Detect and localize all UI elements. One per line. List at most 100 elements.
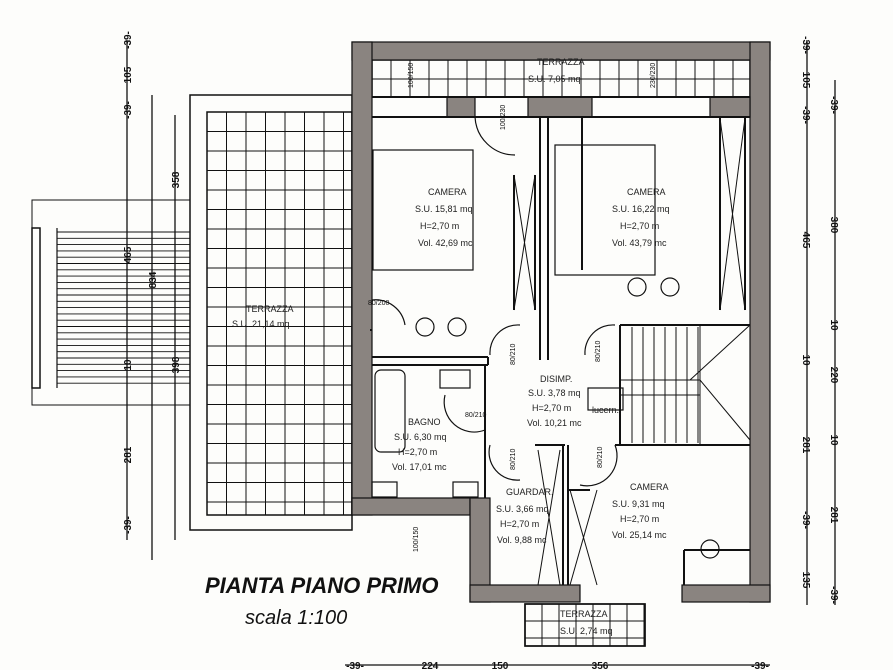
dimension-right-outer: 465 bbox=[800, 232, 811, 249]
toilet-icon bbox=[371, 481, 398, 498]
room-area-terrazza-top: S.U. 7,05 mq bbox=[528, 74, 581, 84]
door-swing-6 bbox=[488, 444, 521, 481]
door-swing-7 bbox=[579, 444, 618, 487]
dimension-lines bbox=[126, 40, 836, 666]
room-height-camera-3: H=2,70 m bbox=[620, 514, 659, 524]
bidet-icon bbox=[452, 481, 479, 498]
dimension-right-outer: -39- bbox=[800, 106, 811, 124]
room-volume-bagno: Vol. 17,01 mc bbox=[392, 462, 447, 472]
door-label-camera-2: 80/210 bbox=[595, 340, 602, 362]
wall-bottom bbox=[469, 584, 581, 603]
wall-mid-top-3 bbox=[709, 96, 751, 118]
bed-1 bbox=[372, 149, 474, 271]
dimension-right-inner: 281 bbox=[828, 507, 839, 524]
dimension-right-inner: -39- bbox=[828, 96, 839, 114]
skylight-label: lucern. bbox=[592, 405, 619, 415]
door-swing-2 bbox=[371, 299, 406, 326]
door-label-camera-1: 80/200 bbox=[368, 300, 390, 307]
wall-mid-top-1 bbox=[446, 96, 476, 118]
room-height-guardaroba: H=2,70 m bbox=[500, 519, 539, 529]
sink-icon bbox=[439, 369, 471, 389]
wardrobes bbox=[513, 117, 746, 586]
armchair-icon bbox=[660, 277, 680, 297]
dimension-left-inner: 398 bbox=[171, 356, 182, 373]
room-volume-camera-1: Vol. 42,69 mc bbox=[418, 238, 473, 248]
window-label: 100/150 bbox=[408, 63, 415, 88]
door-swing-5 bbox=[443, 394, 486, 433]
armchair-icon bbox=[700, 539, 720, 559]
room-area-camera-3: S.U. 9,31 mq bbox=[612, 499, 665, 509]
dimension-left-outer: 281 bbox=[123, 446, 134, 463]
room-height-disimp: H=2,70 m bbox=[532, 403, 571, 413]
skylight-box bbox=[587, 387, 624, 411]
room-labels: CAMERA S.U. 15,81 mq H=2,70 m Vol. 42,69… bbox=[232, 57, 670, 636]
stair-diag bbox=[699, 379, 751, 441]
dimension-right-outer: 10 bbox=[800, 354, 811, 366]
dimension-right-inner: -39- bbox=[828, 586, 839, 604]
dimension-right-outer: 281 bbox=[800, 437, 811, 454]
dimension-right-outer: 105 bbox=[800, 72, 811, 89]
dimension-right-inner: 10 bbox=[828, 434, 839, 446]
dimension-right-inner: 10 bbox=[828, 319, 839, 331]
room-height-camera-2: H=2,70 m bbox=[620, 221, 659, 231]
stair-diag bbox=[689, 324, 751, 381]
room-area-terrazza-left: S.U. 21,14 mq bbox=[232, 319, 290, 329]
balcony-rail bbox=[31, 227, 41, 389]
room-name-guardaroba: GUARDAR. bbox=[506, 487, 554, 497]
terrace-bottom-frame bbox=[524, 603, 646, 647]
room-area-guardaroba: S.U. 3,66 mq bbox=[496, 504, 549, 514]
dimension-labels: -39- 105 -39- 465 10 281 -39- 834 358 398 -39- 105 -… bbox=[123, 31, 839, 670]
dimension-left-outer: -39- bbox=[123, 31, 134, 49]
wall-mid-top-2 bbox=[527, 96, 593, 118]
window-label-bagno: 100/150 bbox=[413, 527, 420, 552]
room-name-camera-3: CAMERA bbox=[630, 482, 669, 492]
bed-2 bbox=[554, 144, 656, 276]
walls bbox=[351, 41, 771, 603]
room-height-camera-1: H=2,70 m bbox=[420, 221, 459, 231]
room-area-camera-1: S.U. 15,81 mq bbox=[415, 204, 473, 214]
room-area-disimp: S.U. 3,78 mq bbox=[528, 388, 581, 398]
door-swing-4 bbox=[584, 324, 616, 356]
dimension-left-outer: 10 bbox=[123, 359, 134, 371]
dimension-left-outer: 465 bbox=[123, 246, 134, 263]
dimension-right-outer: 135 bbox=[800, 572, 811, 589]
dimension-right-inner: 220 bbox=[828, 367, 839, 384]
door-label-bagno: 80/210 bbox=[465, 412, 487, 419]
room-name-camera-1: CAMERA bbox=[428, 187, 467, 197]
dimension-bottom: 224 bbox=[422, 661, 439, 670]
room-volume-disimp: Vol. 10,21 mc bbox=[527, 418, 582, 428]
drawing-scale: scala 1:100 bbox=[245, 607, 347, 629]
room-name-terrazza-bottom: TERRAZZA bbox=[560, 609, 608, 619]
partition-walls bbox=[370, 96, 750, 585]
room-name-terrazza-left: TERRAZZA bbox=[246, 304, 294, 314]
window-label: 230/230 bbox=[650, 63, 657, 88]
dimension-bottom: -39- bbox=[346, 661, 364, 670]
door-swing-3 bbox=[489, 324, 521, 356]
furniture bbox=[371, 116, 720, 559]
door-swing-1 bbox=[474, 116, 516, 156]
door-labels: 100/150 230/230 100/230 80/200 80/210 80… bbox=[368, 63, 657, 552]
drawing-title: PIANTA PIANO PRIMO bbox=[205, 573, 438, 598]
room-volume-guardaroba: Vol. 9,88 mc bbox=[497, 535, 547, 545]
door-label-guardaroba: 80/210 bbox=[510, 448, 517, 470]
door-label-camera-3: 80/210 bbox=[597, 446, 604, 468]
dimension-left-inner: 358 bbox=[171, 171, 182, 188]
door-label-camera-1b: 80/210 bbox=[510, 343, 517, 365]
dimension-bottom: 150 bbox=[492, 661, 509, 670]
bathtub-icon bbox=[374, 369, 406, 453]
dimension-left-outer: 105 bbox=[123, 66, 134, 83]
room-height-bagno: H=2,70 m bbox=[398, 447, 437, 457]
dimension-bottom: -39- bbox=[751, 661, 769, 670]
dimension-left-outer: -39- bbox=[123, 516, 134, 534]
armchair-icon bbox=[447, 317, 467, 337]
room-area-bagno: S.U. 6,30 mq bbox=[394, 432, 447, 442]
room-area-camera-2: S.U. 16,22 mq bbox=[612, 204, 670, 214]
dimension-left-mid: 834 bbox=[148, 271, 159, 288]
room-volume-camera-2: Vol. 43,79 mc bbox=[612, 238, 667, 248]
room-name-terrazza-top: TERRAZZA bbox=[537, 57, 585, 67]
wall-bottom-right bbox=[681, 584, 771, 603]
dimension-left-outer: -39- bbox=[123, 101, 134, 119]
dimension-right-inner: 380 bbox=[828, 217, 839, 234]
room-area-terrazza-bottom: S.U. 2,74 mq bbox=[560, 626, 613, 636]
